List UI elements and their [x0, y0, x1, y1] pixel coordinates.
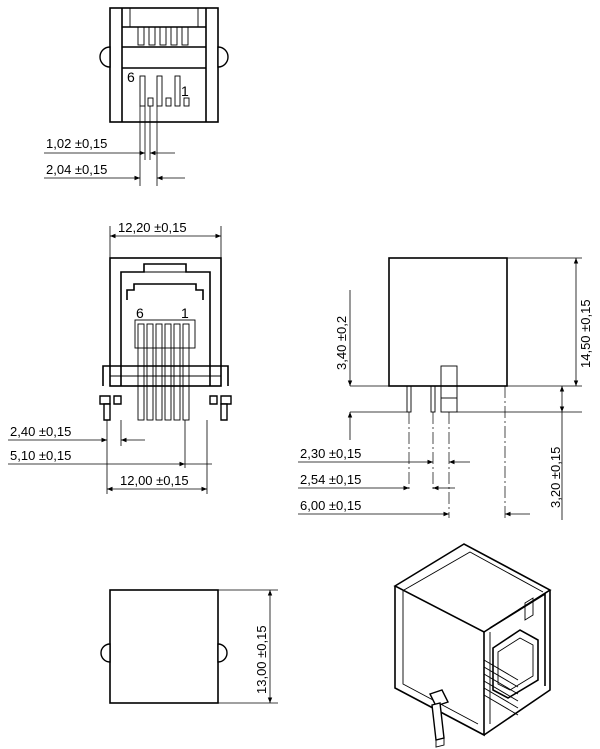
- left-peg: [99, 46, 111, 68]
- dim-pin-pitch: 1,02 ±0,15: [46, 136, 107, 151]
- bottom-right-peg: [217, 643, 228, 663]
- iso-contacts: [483, 659, 519, 716]
- front-pin-label-6: 6: [136, 305, 144, 321]
- dim-row-pitch: 2,04 ±0,15: [46, 162, 107, 177]
- dim-peg-spacing: 12,00 ±0,15: [120, 473, 189, 488]
- front-view: 12,20 ±0,15 6 1 2,40 ±0,15: [8, 220, 232, 494]
- front-pin-label-1: 1: [181, 305, 189, 321]
- dim-height: 14,50 ±0,15: [578, 299, 593, 368]
- top-view-pins: [139, 75, 190, 107]
- left-latch: [102, 365, 110, 386]
- dim-pin-a: 2,30 ±0,15: [300, 446, 361, 461]
- top-view-body: [109, 7, 219, 123]
- dim-pin-b: 2,54 ±0,15: [300, 472, 361, 487]
- isometric-view: [393, 543, 552, 748]
- iso-peg: [431, 702, 445, 741]
- top-pin-label-6: 6: [127, 69, 135, 85]
- dim-peg-offset: 2,40 ±0,15: [10, 424, 71, 439]
- front-view-body: [109, 257, 222, 387]
- right-peg: [217, 46, 229, 68]
- dim-pin-length: 3,20 ±0,15: [548, 447, 563, 508]
- top-view: 6 1 1,02 ±0,15 2,04 ±0,15: [44, 7, 229, 186]
- side-view: 14,50 ±0,15 3,40 ±0,2 3,20 ±0,15 2,30 ±0…: [298, 257, 593, 520]
- side-view-body: [388, 257, 508, 387]
- side-pin-b: [430, 385, 436, 413]
- bottom-view-body: [109, 589, 219, 704]
- bottom-view: 13,00 ±0,15: [100, 589, 278, 704]
- dim-standoff: 3,40 ±0,2: [334, 316, 349, 370]
- side-view-latch: [440, 365, 458, 413]
- front-view-contacts: [137, 323, 190, 421]
- right-latch: [221, 365, 229, 386]
- dim-pin-c: 6,00 ±0,15: [300, 498, 361, 513]
- iso-port-opening: [492, 629, 539, 699]
- top-view-contacts: [137, 26, 189, 46]
- dim-width: 12,20 ±0,15: [118, 220, 187, 235]
- dim-depth: 13,00 ±0,15: [254, 625, 269, 694]
- dim-pin-offset: 5,10 ±0,15: [10, 448, 71, 463]
- side-pin-a: [406, 385, 412, 413]
- bottom-left-peg: [100, 643, 111, 663]
- top-pin-label-1: 1: [181, 83, 189, 99]
